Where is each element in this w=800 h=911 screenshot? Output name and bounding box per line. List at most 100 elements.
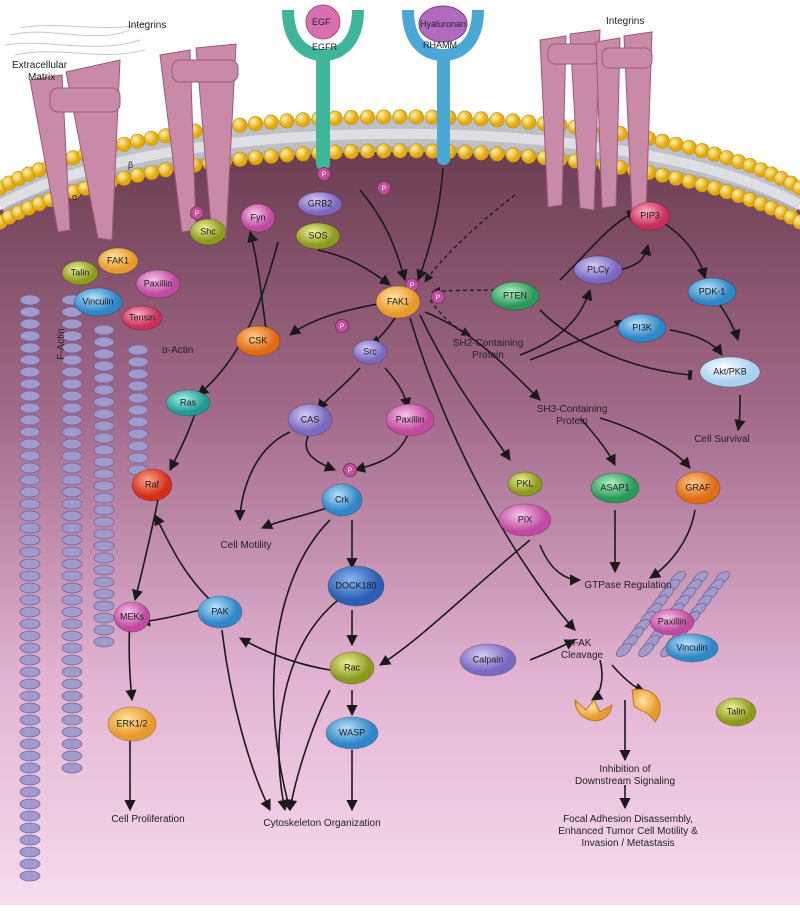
node-label: ASAP1 [600,482,629,492]
node-fak1-adhesion: FAK1 [97,247,139,275]
node-shape [715,697,757,727]
egfr-receptor [282,4,364,170]
actin-subunit [19,318,41,330]
egfr-label: EGFR [312,42,338,52]
node-paxillin-r: Paxillin [649,608,695,636]
node-label: PKL [516,478,533,488]
actin-subunit [127,404,149,416]
actin-subunit [93,636,115,648]
actin-subunit [61,738,83,750]
actin-subunit [61,582,83,594]
node-shape [329,651,375,685]
node-shape [131,468,173,502]
lipid-head [489,112,505,128]
actin-subunit [93,432,115,444]
node-pkl: PKL [507,471,543,497]
actin-subunit [93,504,115,516]
node-paxillin: Paxillin [385,403,435,437]
actin-subunit [93,480,115,492]
actin-subunit [19,474,41,486]
node-shape [649,608,695,636]
node-pip3: PIP3 [629,201,671,231]
integrin-left-1 [29,59,121,241]
actin-subunit [19,618,41,630]
node-pi3k: PI3K [617,313,667,343]
node-label: PIP3 [640,210,660,220]
lipid-head [457,110,473,126]
lipid-head [116,170,132,186]
node-label: Rac [344,662,361,672]
node-label: Fyn [250,212,265,222]
pathway-nodes: ShcFynGRB2SOSFAK1TalinPaxillinVinculinTe… [61,191,761,750]
phospho-badge [190,206,204,220]
actin-subunit [19,390,41,402]
lipid-head [392,143,408,159]
actin-subunit [19,690,41,702]
node-vinculin-r: Vinculin [665,633,719,663]
actin-subunit [19,726,41,738]
actin-subunit [127,380,149,392]
actin-subunit [19,798,41,810]
alpha-actin-label: α-Actin [162,345,193,356]
node-shape [699,356,761,388]
actin-subunit [19,402,41,414]
node-label: PIX [518,514,533,524]
actin-subunit [61,654,83,666]
lipid-head [505,113,521,129]
actin-subunit [127,368,149,380]
actin-subunit [127,416,149,428]
node-graf: GRAF [675,471,721,505]
actin-subunit [93,396,115,408]
lipid-head [279,147,295,163]
phospho-label: P [195,210,200,217]
lipid-head [521,114,537,130]
actin-subunit [93,456,115,468]
actin-subunit [19,678,41,690]
actin-subunit [127,392,149,404]
actin-subunit [61,414,83,426]
sh3-protein-label-1: SH3-Containing [537,404,608,415]
rhamm-label: RHAMM [423,40,457,50]
actin-subunit [61,702,83,714]
node-shape [121,305,163,331]
sh2-protein-label-2: Protein [472,350,504,361]
node-label: Shc [200,226,216,236]
actin-subunit [19,522,41,534]
actin-subunit [61,558,83,570]
actin-subunit [61,630,83,642]
node-label: PAK [211,606,228,616]
actin-subunit [61,474,83,486]
node-label: GRB2 [308,198,333,208]
actin-subunit [61,318,83,330]
lipid-head [408,143,424,159]
node-shape [327,565,385,607]
node-shape [498,503,552,537]
lipid-head [232,117,248,133]
actin-subunit [127,428,149,440]
node-label: Crk [335,494,349,504]
actin-subunit [61,690,83,702]
node-label: CAS [301,414,320,424]
node-pten: PTEN [490,281,540,311]
actin-subunit [19,774,41,786]
actin-subunit [19,498,41,510]
node-label: DOCK180 [335,580,376,590]
lipid-head [263,114,279,130]
node-shape [675,471,721,505]
actin-subunit [93,336,115,348]
node-label: WASP [339,727,365,737]
actin-subunit [19,462,41,474]
inhibition-label-2: Downstream Signaling [575,776,675,787]
lipid-head [521,148,537,164]
phospho-label: P [410,282,415,289]
annotations: SH2-Containing Protein SH3-Containing Pr… [111,338,749,849]
node-fyn: Fyn [240,203,276,233]
actin-subunit [93,408,115,420]
beta-label: β [128,160,133,170]
node-label: Src [363,346,377,356]
actin-subunit [19,378,41,390]
actin-subunit [61,762,83,774]
actin-subunit [93,552,115,564]
pathway-edges [124,167,746,812]
